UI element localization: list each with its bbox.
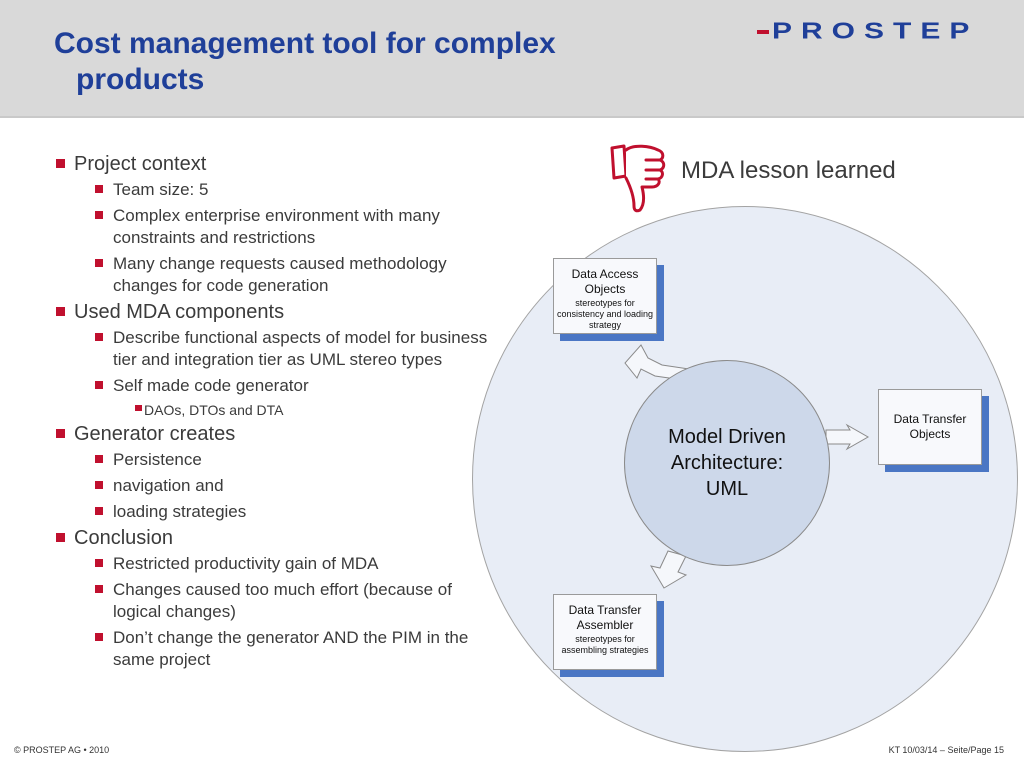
bullet-level-2: loading strategies [54, 501, 504, 523]
dta-subtitle: stereotypes for assembling strategies [561, 634, 649, 655]
prostep-logo: PROSTEP [757, 18, 1007, 54]
bullet-level-2: navigation and [54, 475, 504, 497]
bullet-text: Team size: 5 [113, 180, 209, 199]
bullet-marker [56, 429, 65, 438]
logo-wordmark: PROSTEP [772, 18, 979, 44]
bullet-marker [95, 211, 103, 219]
thumbs-down-icon [610, 144, 666, 213]
slide-title: Cost management tool for complex product… [54, 26, 694, 98]
dto-box: Data Transfer Objects [878, 389, 982, 465]
dao-subtitle: stereotypes for consistency and loading … [556, 298, 654, 330]
footer-page-info: KT 10/03/14 – Seite/Page 15 [888, 745, 1004, 755]
title-line-1: Cost management tool for complex [54, 27, 556, 60]
bullet-text: Don’t change the generator AND the PIM i… [113, 628, 469, 669]
dta-title: Data Transfer Assembler [568, 603, 642, 632]
bullet-text: Complex enterprise environment with many… [113, 206, 440, 247]
dao-box: Data Access Objects stereotypes for cons… [553, 258, 657, 334]
bullet-level-1: Generator creates [54, 423, 504, 445]
bullet-text: Self made code generator [113, 376, 309, 395]
bullet-level-2: Restricted productivity gain of MDA [54, 553, 504, 575]
title-line-2: products [76, 63, 205, 96]
bullet-level-1: Conclusion [54, 527, 504, 549]
dto-title: Data Transfer Objects [893, 412, 967, 441]
bullet-text: Describe functional aspects of model for… [113, 328, 488, 369]
bullet-text: navigation and [113, 476, 224, 495]
dta-box: Data Transfer Assembler stereotypes for … [553, 594, 657, 670]
dao-title: Data Access Objects [571, 267, 639, 296]
bullet-level-2: Team size: 5 [54, 179, 504, 201]
bullet-level-2: Don’t change the generator AND the PIM i… [54, 627, 504, 671]
bullet-text: Project context [74, 153, 207, 175]
bullet-marker [95, 481, 103, 489]
bullet-level-1: Used MDA components [54, 301, 504, 323]
bullet-level-2: Describe functional aspects of model for… [54, 327, 504, 371]
bullet-marker [56, 307, 65, 316]
arrow-icon [649, 550, 688, 589]
bullet-marker [95, 585, 103, 593]
bullet-text: DAOs, DTOs and DTA [144, 402, 284, 418]
bullet-marker [56, 159, 65, 168]
slide-header: Cost management tool for complex product… [0, 0, 1024, 118]
bullet-marker [95, 333, 103, 341]
bullet-level-2: Changes caused too much effort (because … [54, 579, 504, 623]
lesson-learned-label: MDA lesson learned [681, 157, 896, 184]
logo-dash [757, 30, 769, 34]
bullet-level-2: Persistence [54, 449, 504, 471]
bullet-level-3: DAOs, DTOs and DTA [54, 401, 504, 419]
bullet-text: Used MDA components [74, 301, 285, 323]
bullet-level-2: Many change requests caused methodology … [54, 253, 504, 297]
bullet-marker [95, 507, 103, 515]
footer-copyright: © PROSTEP AG • 2010 [14, 745, 110, 755]
arrow-icon [624, 344, 690, 381]
bullet-text: loading strategies [113, 502, 247, 521]
bullet-text: Persistence [113, 450, 202, 469]
bullet-marker [95, 559, 103, 567]
bullet-text: Changes caused too much effort (because … [113, 580, 452, 621]
arrow-icon [825, 423, 870, 451]
center-circle: Model Driven Architecture: UML [624, 360, 830, 566]
bullet-text: Conclusion [74, 527, 173, 549]
bullet-marker [56, 533, 65, 542]
bullet-marker [95, 633, 103, 641]
bullet-text: Restricted productivity gain of MDA [113, 554, 379, 573]
bullet-text: Generator creates [74, 423, 236, 445]
bullet-level-2: Complex enterprise environment with many… [54, 205, 504, 249]
bullet-marker [95, 259, 103, 267]
bullet-marker [95, 381, 103, 389]
bullet-marker [135, 405, 142, 411]
center-label: Model Driven Architecture: UML [668, 426, 786, 500]
bullet-level-1: Project context [54, 153, 504, 175]
bullet-marker [95, 455, 103, 463]
bullet-text: Many change requests caused methodology … [113, 254, 447, 295]
bullet-level-2: Self made code generator [54, 375, 504, 397]
bullet-marker [95, 185, 103, 193]
